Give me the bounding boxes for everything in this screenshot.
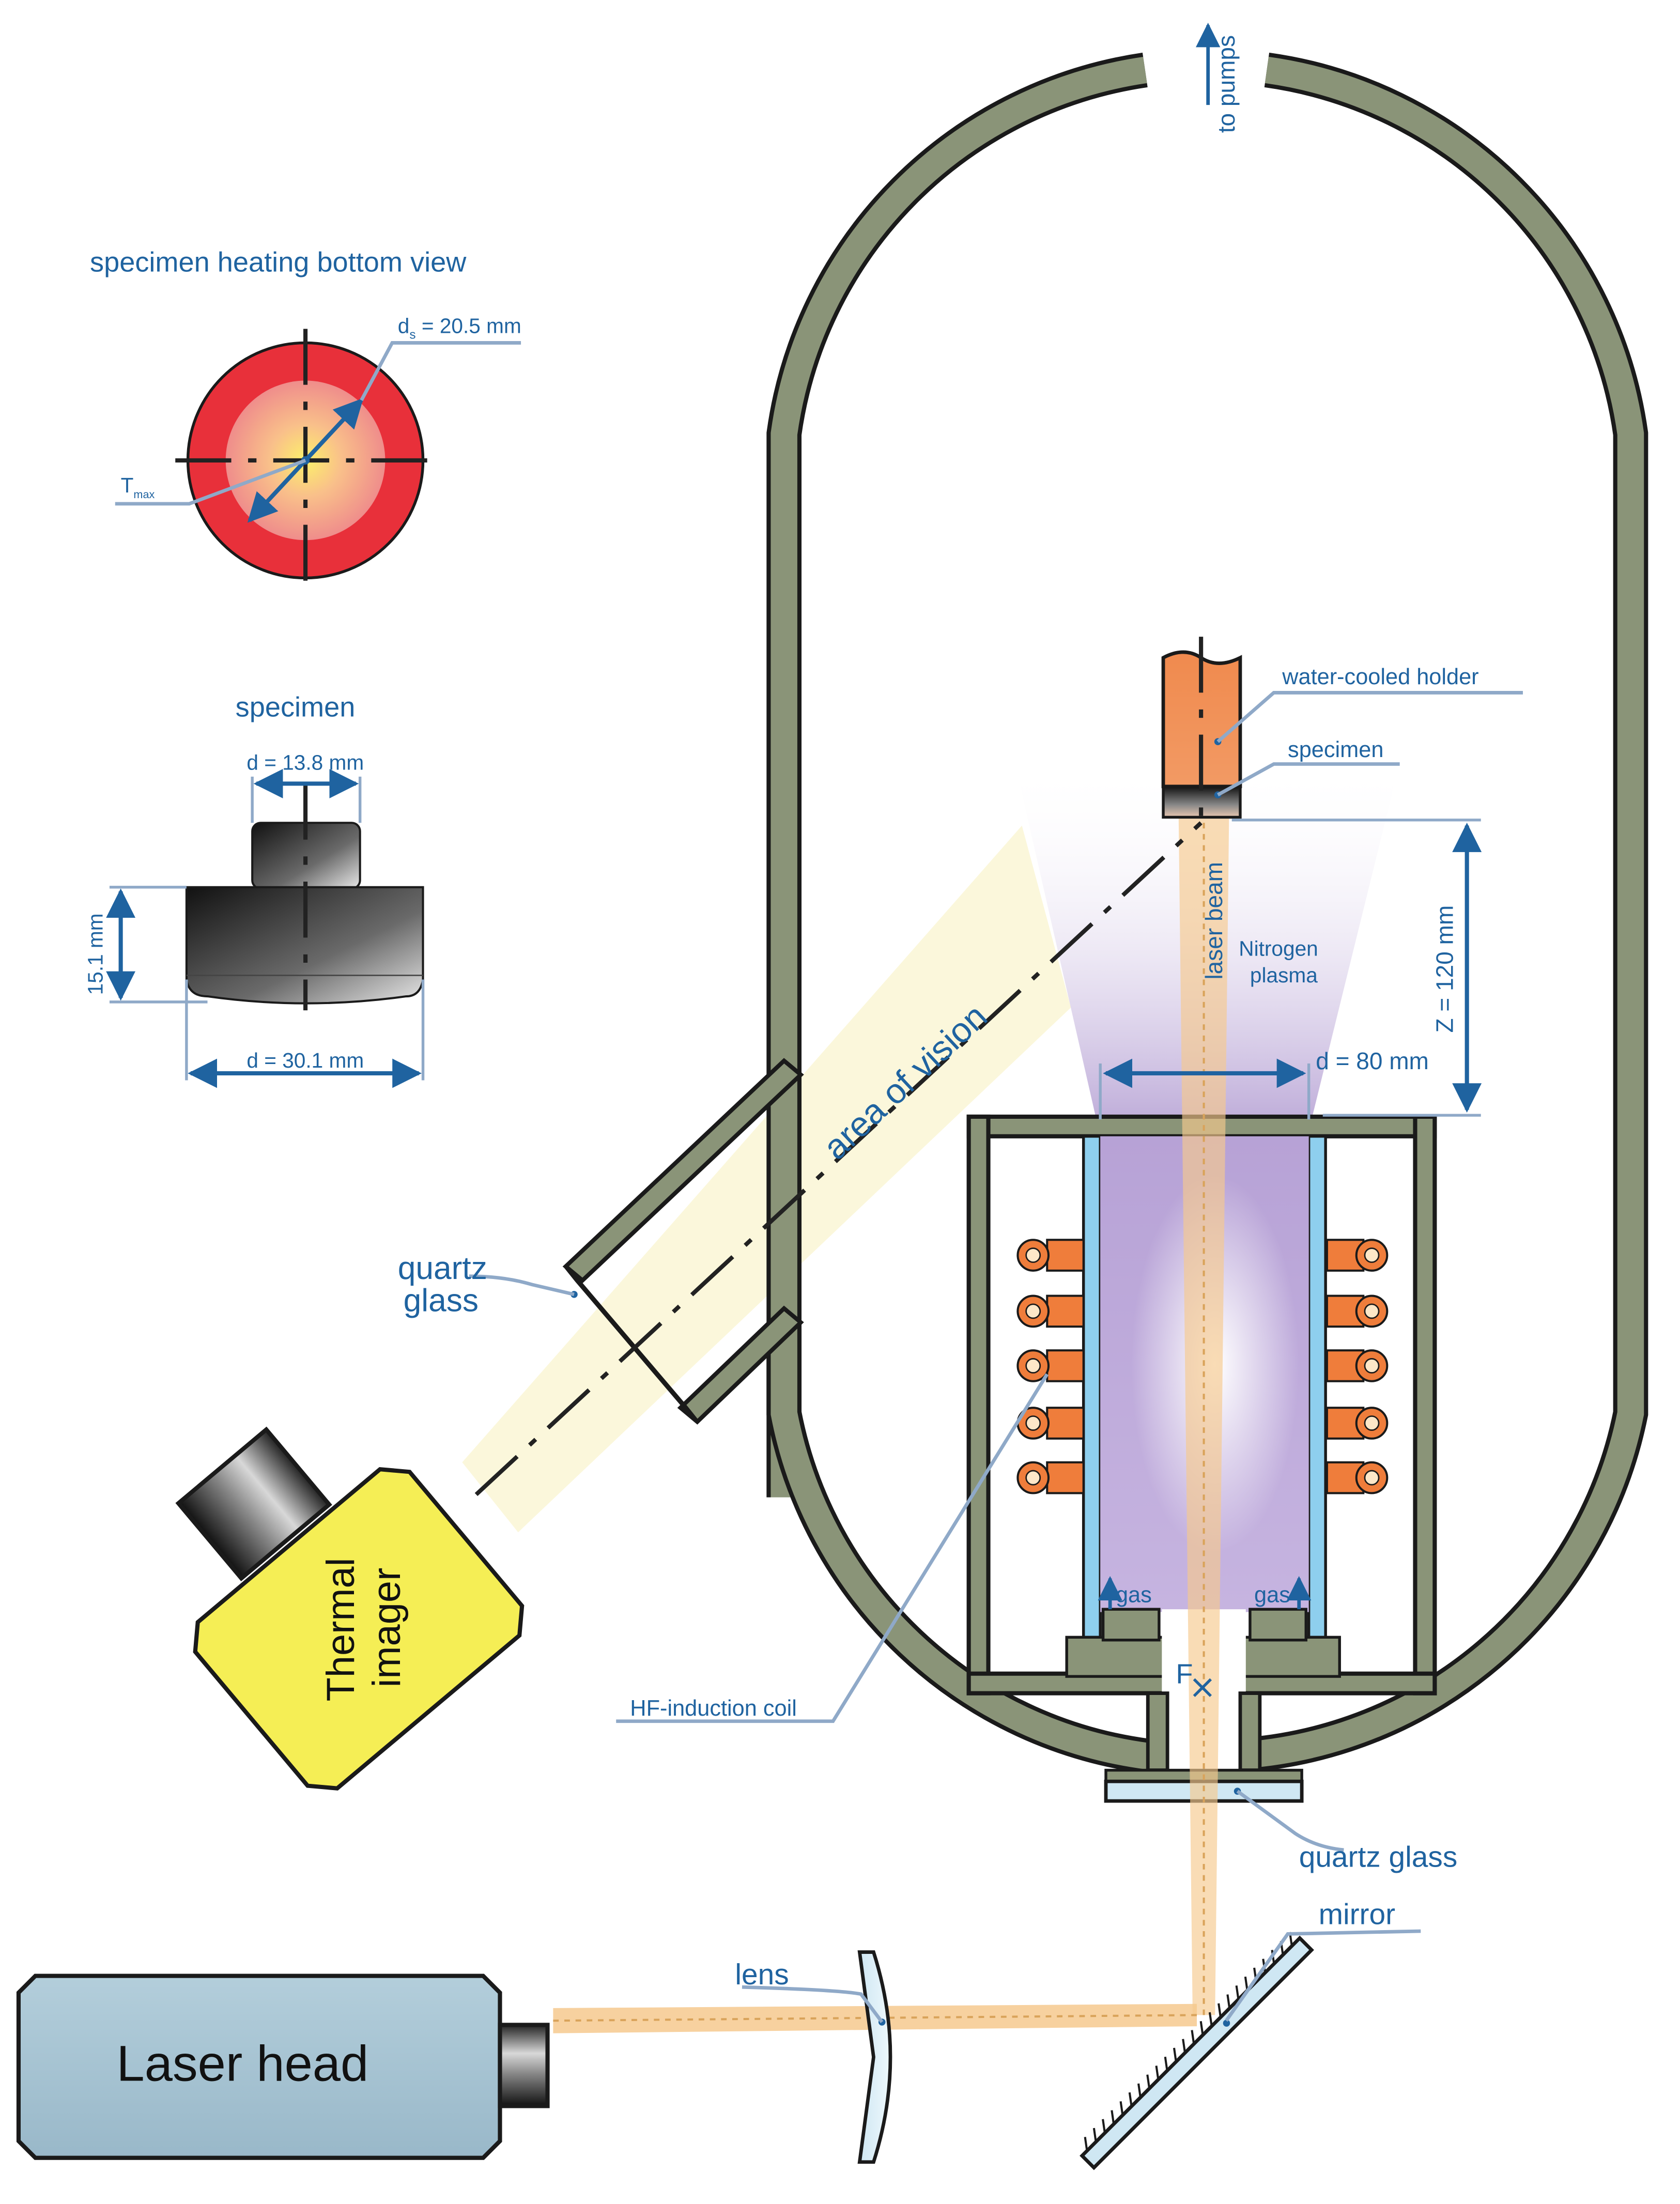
coil-turn: [1046, 1239, 1085, 1272]
mirror-hatch-line: [1084, 2137, 1088, 2151]
specimen-holder-leader: [1217, 762, 1400, 797]
quartz-window-leader: [469, 1274, 575, 1297]
lens-leader: [742, 1985, 884, 2023]
thermal-imager: Thermal imager: [175, 1426, 525, 1791]
bottom-quartz-label: quartz glass: [1299, 1841, 1458, 1873]
ds-label: ds = 20.5 mm: [398, 314, 521, 342]
coil-bore: [1364, 1303, 1380, 1319]
coil-bore: [1025, 1247, 1041, 1263]
mirror-hatch-line: [1092, 2128, 1097, 2143]
mirror-hatch-line: [1235, 1985, 1240, 2000]
height-label: 15.1 mm: [83, 913, 107, 995]
nitrogen-plasma-label-2: plasma: [1250, 963, 1318, 987]
mirror-hatch-line: [1128, 2092, 1133, 2107]
coil-bore: [1364, 1247, 1380, 1263]
mirror-hatch-line: [1191, 2030, 1195, 2044]
mirror-hatch-line: [1217, 2003, 1222, 2017]
mirror-hatch-line: [1182, 2039, 1186, 2053]
nitrogen-plasma-label-1: Nitrogen: [1239, 937, 1318, 961]
coil-bore: [1025, 1470, 1041, 1486]
mirror-hatch-line: [1119, 2101, 1124, 2116]
coil-bore: [1364, 1358, 1380, 1374]
quartz-tube-right: [1307, 1135, 1327, 1639]
mirror-hatch-line: [1137, 2083, 1142, 2098]
lens: [857, 1950, 892, 2164]
mirror-hatch-line: [1244, 1976, 1249, 1991]
vacuum-chamber: [766, 52, 1648, 1774]
top-diameter-label: d = 13.8 mm: [246, 750, 364, 774]
specimen-heating-bottom-view: specimen heating bottom view ds = 20.5 m…: [90, 246, 521, 588]
hf-induction-coil: [1016, 1239, 1389, 1494]
coil-bore: [1025, 1303, 1041, 1319]
coil-turn: [1046, 1407, 1085, 1440]
hf-coil-label: HF-induction coil: [630, 1696, 797, 1721]
thermal-imager-label-1: Thermal: [319, 1558, 363, 1701]
specimen-holder-label: specimen: [1288, 737, 1383, 762]
water-cooled-holder-label: water-cooled holder: [1282, 665, 1478, 689]
specimen-side-view: specimen d = 13.8 mm 15.1 mm d = 30.1 mm: [83, 691, 425, 1088]
quartz-window-label-2: glass: [404, 1283, 479, 1318]
focus-label: F: [1176, 1659, 1193, 1690]
laser-beam-label: laser beam: [1200, 862, 1227, 980]
z-distance-dimension: Z = 120 mm: [1231, 819, 1482, 1117]
to-pumps-label: to pumps: [1213, 35, 1240, 133]
torch-diameter-dimension: d = 80 mm: [1099, 1047, 1429, 1120]
water-cooled-holder-leader: [1216, 691, 1523, 743]
mirror-hatch-line: [1146, 2074, 1151, 2089]
mirror-leader: [1225, 1929, 1421, 2022]
coil-bore: [1364, 1470, 1380, 1486]
mirror-hatch-line: [1102, 2119, 1106, 2133]
laser-head-label: Laser head: [116, 2036, 368, 2092]
mirror-hatch-line: [1111, 2110, 1115, 2124]
to-pumps-outlet: to pumps: [1195, 23, 1240, 133]
mirror-hatch-line: [1226, 1994, 1231, 2009]
gas-inlets: gas gas: [1098, 1576, 1312, 1610]
mirror-hatch-line: [1173, 2047, 1177, 2062]
hf-coil-leader: [616, 1373, 1049, 1723]
quartz-window-label-1: quartz: [398, 1251, 487, 1286]
imager-port-tube: [562, 1058, 804, 1425]
thermal-imager-lens: [175, 1426, 332, 1581]
coil-bore: [1025, 1415, 1041, 1431]
heating-view-title: specimen heating bottom view: [90, 246, 467, 278]
mirror-hatch-line: [1208, 2012, 1213, 2027]
lens-label: lens: [735, 1959, 789, 1991]
bottom-diameter-label: d = 30.1 mm: [246, 1049, 364, 1072]
mirror-label: mirror: [1319, 1898, 1395, 1931]
laser-beam-path: [553, 819, 1229, 2033]
tmax-label: Tmax: [121, 473, 155, 501]
specimen-title: specimen: [236, 691, 356, 722]
coil-bore: [1364, 1415, 1380, 1431]
bottom-quartz-leader: [1236, 1790, 1344, 1852]
coil-turn: [1046, 1461, 1085, 1494]
laser-head: Laser head: [16, 1974, 550, 2160]
water-cooled-holder: [1161, 650, 1242, 819]
vision-axis: [474, 821, 1203, 1497]
quartz-tube-left: [1082, 1135, 1102, 1639]
coil-bore: [1025, 1358, 1041, 1374]
mirror-hatch-line: [1155, 2066, 1160, 2080]
z-distance-label: Z = 120 mm: [1431, 905, 1458, 1033]
mirror-hatch-line: [1199, 2021, 1204, 2036]
torch-diameter-label: d = 80 mm: [1316, 1047, 1429, 1074]
mirror-hatch-line: [1164, 2056, 1168, 2071]
quartz-glass-window: [564, 1265, 699, 1423]
focus-point: F: [1176, 1659, 1212, 1697]
gas-left-label: gas: [1116, 1583, 1152, 1608]
gas-right-label: gas: [1254, 1583, 1290, 1608]
coil-turn: [1046, 1349, 1085, 1382]
coil-turn: [1046, 1294, 1085, 1328]
specimen-body: [185, 886, 424, 1005]
thermal-imager-label-2: imager: [365, 1568, 409, 1688]
laser-head-output: [498, 2023, 550, 2108]
